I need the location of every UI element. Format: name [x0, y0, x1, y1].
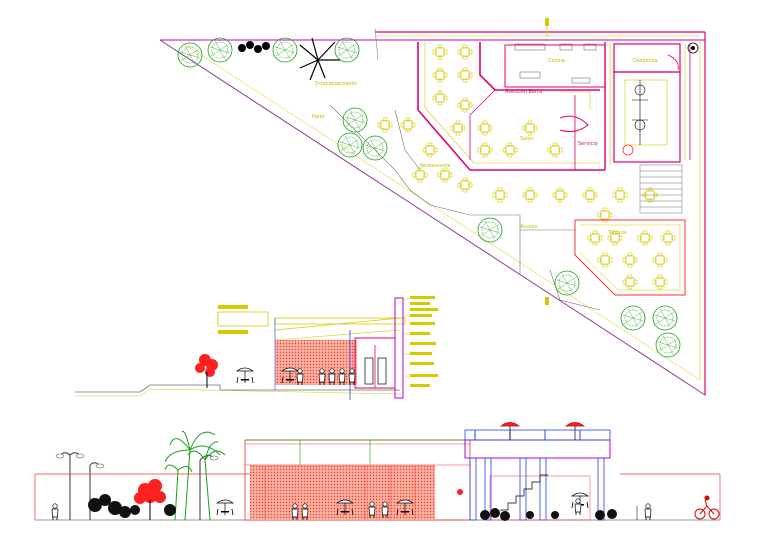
elevation-building: [244, 439, 471, 521]
storage-room: [613, 42, 699, 163]
label-salon: Salón: [520, 135, 534, 142]
cross-section: [75, 296, 438, 400]
section-building: [217, 296, 438, 400]
label-estacionamiento: Estacionamiento: [315, 81, 357, 87]
pathways: [329, 104, 601, 311]
plan-trees: [177, 37, 681, 358]
elevation-vegetation: [55, 430, 617, 521]
label-cocina: Cocina: [548, 58, 565, 64]
label-terraza: Terraza: [607, 230, 626, 236]
dining-walls: [417, 42, 605, 171]
elevation: [34, 422, 721, 521]
label-atencion: Atención Barra: [505, 88, 542, 95]
cyclist: [694, 495, 720, 520]
label-patio: Patio: [312, 114, 324, 120]
plan-labels: Estacionamiento Patio Cocina Despensa At…: [312, 58, 658, 236]
floor-plan: Estacionamiento Patio Cocina Despensa At…: [159, 18, 706, 396]
elevation-terrace: [464, 422, 611, 521]
label-servicio: Servicio: [578, 141, 598, 147]
section-figures: [195, 354, 387, 388]
label-despensa: Despensa: [633, 58, 658, 64]
section-markers: [545, 18, 549, 305]
label-acceso: Acceso: [520, 224, 538, 230]
terrace: [574, 164, 686, 296]
elevation-figures: [51, 489, 720, 521]
label-restaurante: Restaurante: [420, 163, 450, 169]
kitchen-block: [479, 42, 611, 170]
